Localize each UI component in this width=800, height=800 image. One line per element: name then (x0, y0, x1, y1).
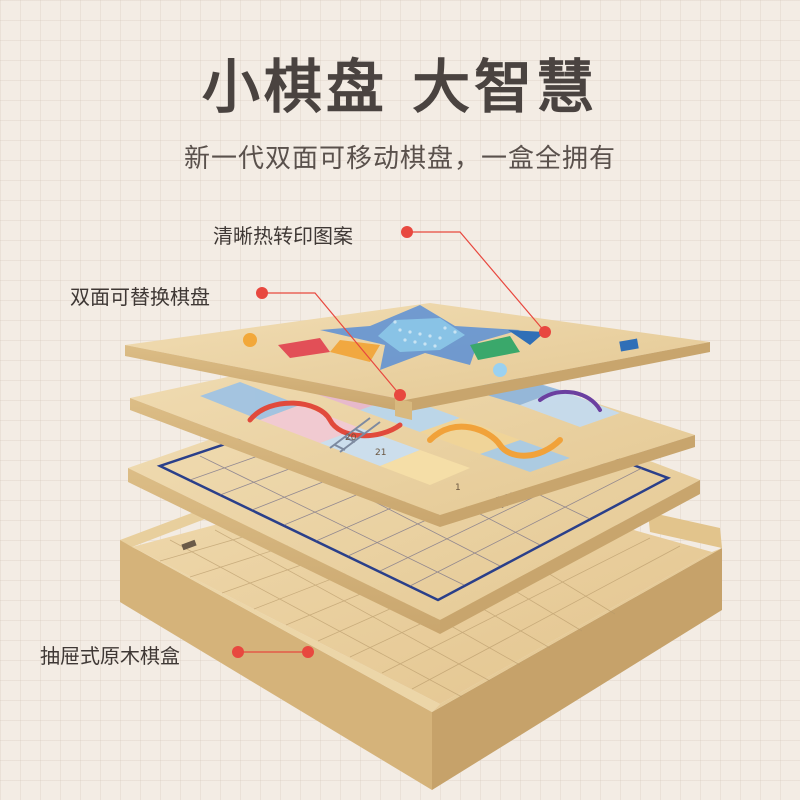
callout-double-sided: 双面可替换棋盘 (70, 285, 210, 309)
ladder (329, 417, 381, 453)
callout-dot-print-target (539, 326, 551, 338)
callout-dot-double (256, 287, 268, 299)
snake-orange (427, 423, 563, 459)
tile-number-21: 21 (375, 448, 386, 458)
box-front-left (120, 540, 432, 790)
callout-dot-box (232, 646, 244, 658)
callout-dot-box-target (302, 646, 314, 658)
tile-number-1: 1 (455, 483, 461, 493)
checkers-holes (393, 320, 457, 348)
callout-print-pattern: 清晰热转印图案 (213, 224, 353, 248)
tile-number-20: 20 (345, 433, 357, 443)
callout-pointers (232, 226, 551, 658)
snake-purple (538, 389, 602, 412)
callout-drawer-box: 抽屉式原木棋盒 (40, 644, 180, 668)
box-front-right (432, 548, 722, 790)
page-title: 小棋盘 大智慧 (201, 53, 599, 121)
callout-dot-double-target (394, 389, 406, 401)
page-subtitle: 新一代双面可移动棋盘，一盒全拥有 (183, 144, 616, 174)
character-decoration (243, 333, 257, 347)
snake-red (247, 400, 403, 439)
character-decoration (493, 363, 507, 377)
checkers-board (125, 303, 710, 420)
callout-dot-print (401, 226, 413, 238)
